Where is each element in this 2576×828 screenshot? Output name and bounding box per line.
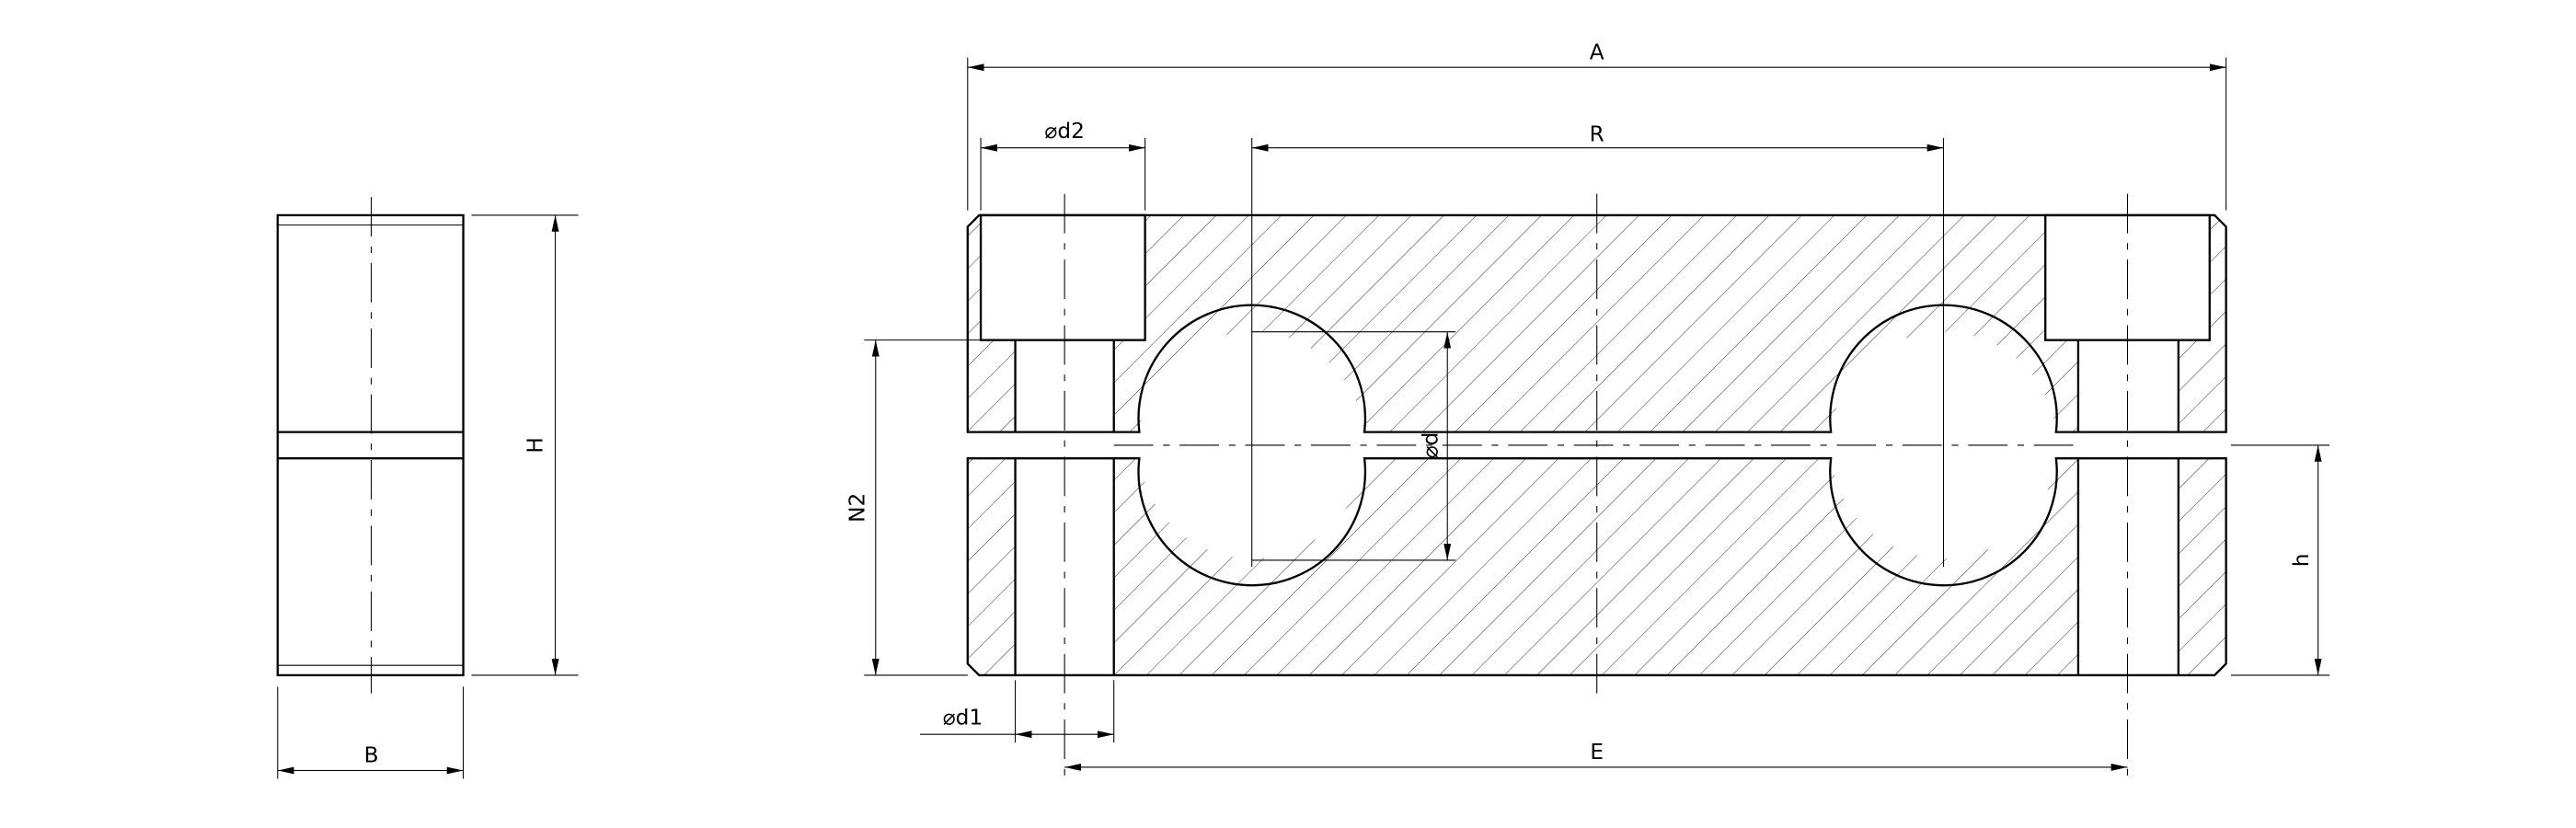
side-body-outline: [276, 213, 465, 677]
dimension-H-label: H: [523, 437, 547, 453]
dimension-A-label: A: [1590, 40, 1604, 64]
dimension-R-label: R: [1590, 122, 1604, 147]
upper-half-outline: [966, 213, 2227, 433]
dimension-N2-label: N2: [845, 493, 869, 523]
through-holes: [1014, 339, 2180, 675]
section-hatching: [952, 197, 2251, 691]
dimension-E-label: E: [1590, 740, 1604, 765]
dimension-d1-label: ⌀d1: [943, 706, 983, 730]
dimension-B-label: B: [364, 743, 379, 768]
counterbore-left: [979, 213, 1146, 341]
side-view: H B: [276, 197, 579, 779]
dimension-d2-label: ⌀d2: [1044, 119, 1084, 144]
front-view: A R ⌀d2 ⌀d N2 h ⌀d1 E: [845, 40, 2330, 776]
dimension-h-label: h: [2289, 554, 2314, 568]
dimension-d-label: ⌀d: [1419, 432, 1443, 459]
lower-half-outline: [966, 457, 2227, 677]
